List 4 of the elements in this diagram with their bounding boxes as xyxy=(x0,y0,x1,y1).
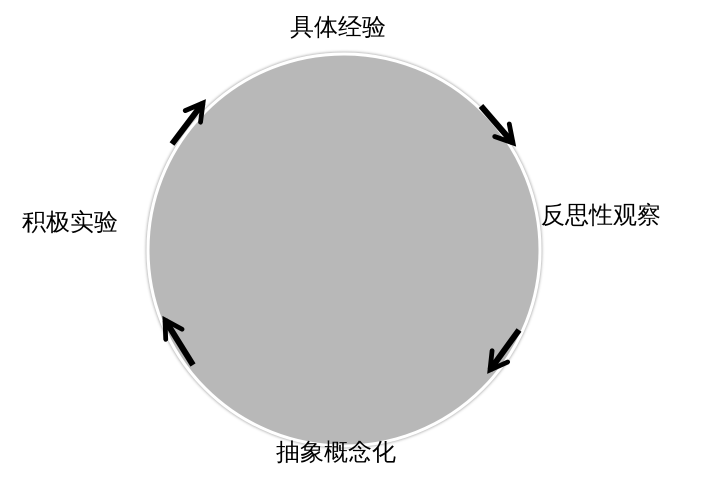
stage-label: 反思性观察 xyxy=(541,201,661,229)
stage-label: 具体经验 xyxy=(290,13,386,41)
stage-label: 抽象概念化 xyxy=(276,438,396,466)
stage-label: 积极实验 xyxy=(22,208,118,236)
